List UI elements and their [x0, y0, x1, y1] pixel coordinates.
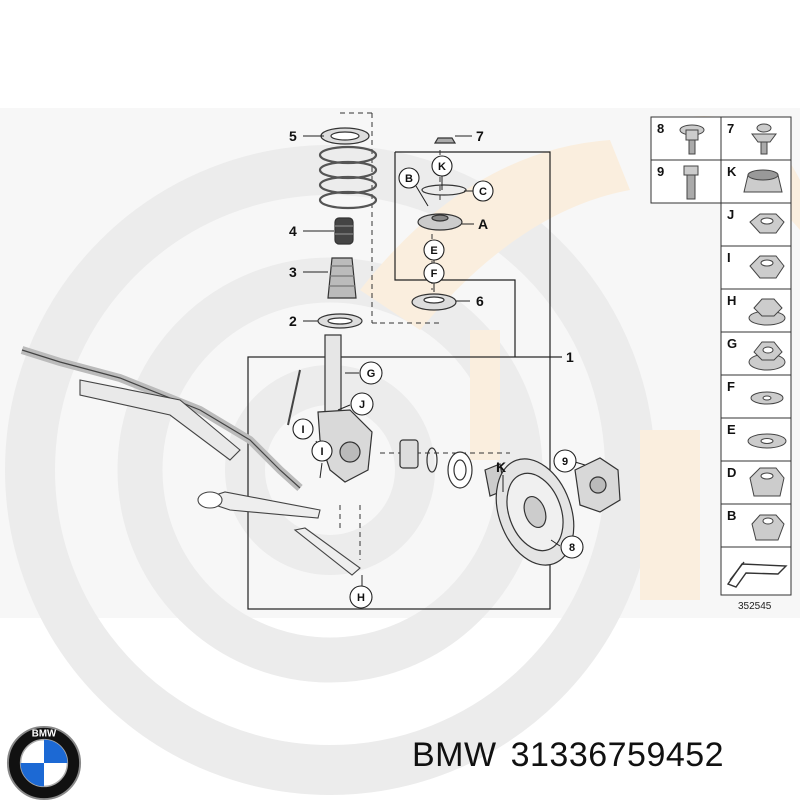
flange-bolt-icon — [679, 124, 705, 155]
flange-hex-nut-icon — [748, 341, 786, 371]
callout-H: H — [357, 592, 365, 604]
self-locking-nut-icon — [749, 255, 785, 279]
legend-label-B: B — [727, 508, 736, 523]
arrow-icon — [726, 561, 788, 588]
callout-G: G — [367, 368, 376, 380]
legend-label-F: F — [727, 379, 735, 394]
top-mount-parts — [411, 137, 467, 311]
legend-label-H: H — [727, 293, 736, 308]
collar-hex-nut-icon — [749, 467, 785, 497]
hex-nut-icon — [749, 213, 785, 234]
callout-8: 8 — [569, 542, 575, 554]
bump-stop — [334, 217, 354, 245]
bmw-logo: BMW — [6, 725, 82, 801]
legend-label-K: K — [727, 164, 737, 179]
legend-label-9: 9 — [657, 164, 664, 179]
footer-part-title: BMW 31336759452 — [412, 736, 738, 775]
callout-A: A — [478, 216, 488, 232]
hex-bolt-icon — [683, 165, 699, 200]
callout-6: 6 — [476, 293, 484, 309]
legend-label-8: 8 — [657, 121, 664, 136]
circled-callouts — [292, 155, 584, 609]
nut-icon — [751, 514, 785, 541]
callout-E: E — [430, 245, 437, 257]
watermark-background — [0, 108, 800, 795]
legend-label-7: 7 — [727, 121, 734, 136]
hub-parts — [399, 439, 621, 566]
collar-nut-icon — [743, 169, 783, 193]
legend-label-J: J — [727, 207, 734, 222]
fastener-legend: 8 7 9 K J I H G F E D B — [650, 116, 792, 612]
clip-screw-icon — [751, 123, 777, 155]
top-mount — [417, 213, 463, 231]
callout-F: F — [431, 268, 438, 280]
spring-strut-parts — [317, 127, 378, 483]
brand-name: BMW — [412, 736, 497, 774]
callout-K-top: K — [438, 161, 446, 173]
legend-label-D: D — [727, 465, 736, 480]
callout-B: B — [405, 173, 413, 185]
callout-C: C — [479, 186, 487, 198]
steering-and-arms — [20, 346, 361, 576]
callout-2: 2 — [289, 313, 297, 329]
washer-icon — [750, 391, 784, 405]
leader-lines — [303, 135, 586, 589]
callout-9: 9 — [562, 456, 568, 468]
reference-number: 352545 — [738, 601, 772, 612]
strut-tube — [324, 334, 342, 416]
wheel-bearing — [399, 439, 419, 469]
dust-boot — [327, 257, 357, 299]
callout-I-1: I — [301, 424, 304, 436]
callout-4: 4 — [289, 223, 297, 239]
part-number: 31336759452 — [510, 736, 725, 774]
callout-J: J — [359, 399, 365, 411]
callout-K-hub: K — [496, 459, 506, 475]
large-washer-icon — [747, 433, 787, 449]
callout-1: 1 — [566, 349, 574, 365]
callout-5: 5 — [289, 128, 297, 144]
logo-letters: BMW — [32, 729, 57, 740]
control-arm — [198, 491, 321, 519]
assembly-frames — [247, 151, 562, 610]
top-nut-7 — [433, 137, 457, 144]
coil-spring — [318, 145, 378, 210]
seal-ring — [447, 451, 473, 489]
callout-I-2: I — [320, 446, 323, 458]
legend-label-G: G — [727, 336, 737, 351]
legend-label-E: E — [727, 422, 736, 437]
callout-3: 3 — [289, 264, 297, 280]
flange-nut-icon — [748, 298, 786, 326]
tension-strut — [293, 527, 361, 576]
callout-7: 7 — [476, 128, 484, 144]
legend-label-I: I — [727, 250, 731, 265]
